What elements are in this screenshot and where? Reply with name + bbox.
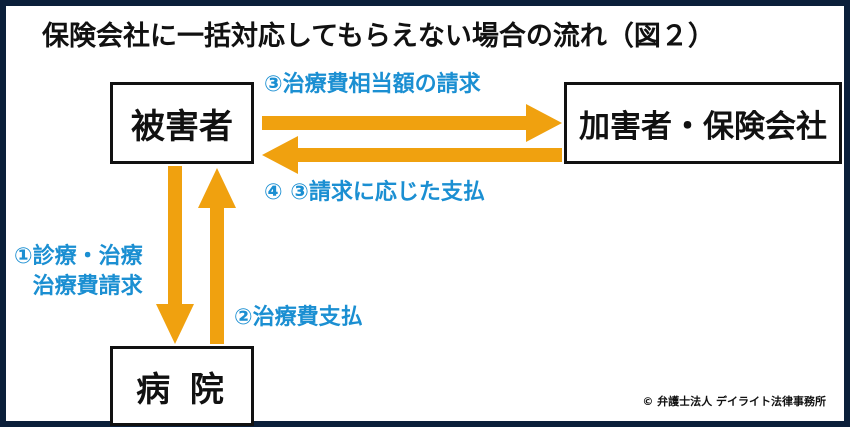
arrow-hospital-to-victim (198, 168, 236, 344)
node-victim: 被害者 (110, 82, 254, 164)
arrows-layer (156, 104, 562, 344)
arrow-victim-to-hospital (156, 166, 194, 344)
edge-label-step1: ①診療・治療 治療費請求 (14, 242, 143, 302)
edge-label-step1-line2: 治療費請求 (32, 274, 143, 299)
edge-label-request: ③治療費相当額の請求 (264, 72, 481, 97)
diagram-title: 保険会社に一括対応してもらえない場合の流れ（図２） (42, 21, 715, 52)
edge-label-step1-line1: ①診療・治療 (14, 244, 143, 269)
arrow-victim-to-insurer (262, 104, 562, 142)
edge-label-step2: ②治療費支払 (234, 305, 363, 330)
edge-label-payment: ④ ③請求に応じた支払 (264, 180, 485, 205)
copyright-credit: © 弁護士法人 デイライト法律事務所 (642, 395, 826, 408)
arrow-insurer-to-victim (262, 136, 562, 174)
node-hospital: 病 院 (110, 346, 254, 426)
node-insurer: 加害者・保険会社 (564, 82, 842, 164)
